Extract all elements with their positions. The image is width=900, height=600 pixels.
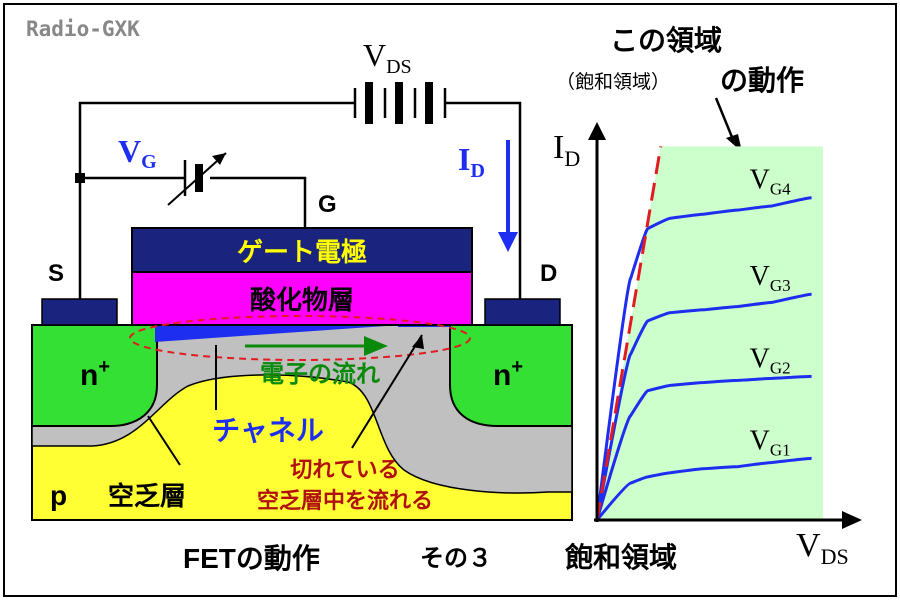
- pinch-off-pointer-line: [351, 334, 423, 449]
- y-axis-label: ID: [553, 129, 580, 171]
- vds-battery-symbol: [353, 82, 447, 124]
- n-plus-drain-region: [449, 324, 573, 427]
- channel-wedge: [155, 325, 400, 342]
- series-label-vg1: VG1: [750, 425, 791, 459]
- n-plus-source-label: n+: [80, 356, 110, 392]
- electron-flow-label: 電子の流れ: [260, 361, 380, 388]
- series-label-vg3: VG3: [750, 261, 791, 295]
- caption-region: 飽和領域: [565, 541, 677, 573]
- vg-label: VG: [118, 133, 157, 173]
- electron-flow-arrow: [364, 336, 388, 356]
- region-pointer-line: [714, 97, 736, 143]
- caption-title: FETの動作: [183, 543, 320, 574]
- x-axis-arrowhead: [842, 511, 862, 529]
- chart-curves: [595, 196, 812, 521]
- id-label: ID: [458, 141, 485, 182]
- curve-vg3: [595, 292, 812, 521]
- series-label-vg4: VG4: [750, 165, 792, 199]
- id-vds-characteristic-chart: VG1 VG2 VG3 VG4 ID VDS: [553, 122, 862, 569]
- depletion-pointer-line: [147, 415, 181, 466]
- vds-label: VDS: [363, 37, 412, 78]
- caption-part: その３: [420, 545, 492, 572]
- oxide-label: 酸化物層: [250, 285, 354, 315]
- gate-electrode-label: ゲート電極: [237, 237, 367, 267]
- p-substrate-label: p: [50, 480, 67, 511]
- region-title-paren: （飽和領域）: [556, 71, 670, 93]
- n-plus-drain-label: n+: [493, 356, 523, 392]
- pinch-off-note-line1: 切れている: [290, 457, 399, 482]
- gate-electrode: [131, 227, 473, 273]
- curve-vg4: [595, 196, 812, 521]
- junction-dot: [75, 173, 85, 183]
- chart-series-labels: VG1 VG2 VG3 VG4: [750, 165, 792, 460]
- n-plus-source-region: [31, 324, 158, 427]
- gate-terminal-label: G: [318, 191, 337, 218]
- id-arrow-head: [498, 232, 518, 252]
- channel-label: チャネル: [212, 415, 324, 446]
- depletion-layer-label: 空乏層: [108, 481, 186, 511]
- y-axis-arrowhead: [588, 122, 606, 140]
- pinch-off-note-line2: 空乏層中を流れる: [257, 488, 433, 513]
- source-terminal-label: S: [48, 260, 64, 287]
- source-pad: [41, 298, 118, 326]
- brand-label: Radio-GXK: [26, 17, 140, 41]
- saturation-region-fill: [597, 146, 823, 520]
- drain-terminal-label: D: [540, 260, 557, 287]
- series-label-vg2: VG2: [750, 343, 791, 377]
- region-title-line2: の動作: [720, 65, 804, 96]
- curve-vg1: [595, 456, 812, 521]
- region-title-line1: この領域: [610, 24, 722, 56]
- drain-pad: [484, 298, 561, 326]
- depletion-layer: [31, 324, 573, 494]
- saturation-boundary-line: [595, 146, 663, 521]
- vg-battery-symbol: [167, 152, 227, 206]
- x-axis-label: VDS: [796, 527, 849, 569]
- curve-vg2: [595, 374, 812, 521]
- circuit-wires: [78, 101, 522, 300]
- pinch-off-highlight-ellipse: [129, 315, 471, 361]
